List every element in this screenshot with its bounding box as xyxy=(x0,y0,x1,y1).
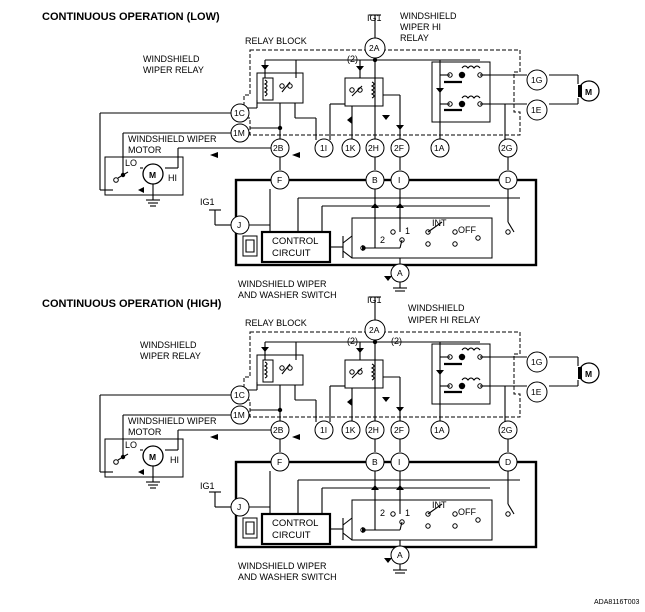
ig1-top-label: IG1 xyxy=(367,295,382,305)
svg-text:2F: 2F xyxy=(394,143,404,153)
svg-text:2H: 2H xyxy=(368,143,379,153)
hi-relay-label: WIPER HI RELAY xyxy=(408,315,480,325)
motor-symbol: M xyxy=(149,170,156,180)
control-circuit-label: CIRCUIT xyxy=(272,248,311,259)
switch-name-label: WINDSHIELD WIPER xyxy=(238,561,327,571)
svg-text:1I: 1I xyxy=(320,425,327,435)
svg-text:1E: 1E xyxy=(531,387,542,397)
svg-text:B: B xyxy=(372,175,378,185)
hi-label: HI xyxy=(168,173,177,183)
svg-text:1E: 1E xyxy=(531,105,542,115)
relay-block-label: RELAY BLOCK xyxy=(245,36,307,46)
svg-text:F: F xyxy=(277,175,282,185)
svg-text:2H: 2H xyxy=(368,425,379,435)
svg-text:1G: 1G xyxy=(531,75,542,85)
motor-label: WINDSHIELD WIPER xyxy=(128,416,217,426)
switch-name-label: WINDSHIELD WIPER xyxy=(238,279,327,289)
svg-text:1C: 1C xyxy=(234,108,245,118)
svg-text:2A: 2A xyxy=(369,325,380,335)
int-label: INT xyxy=(432,218,447,228)
motor-label: MOTOR xyxy=(128,145,162,155)
note-mark: (2) xyxy=(391,336,402,346)
pos2-label: 2 xyxy=(380,235,385,245)
panel-title: CONTINUOUS OPERATION (LOW) xyxy=(42,11,220,23)
off-label: OFF xyxy=(458,507,476,517)
right-motor-symbol: M xyxy=(585,87,592,97)
switch-name-label: AND WASHER SWITCH xyxy=(238,572,337,582)
svg-text:1K: 1K xyxy=(345,425,356,435)
ig1-switch-label: IG1 xyxy=(200,197,215,207)
note-mark: (2) xyxy=(347,54,358,64)
svg-text:B: B xyxy=(372,457,378,467)
control-circuit-label: CONTROL xyxy=(272,236,318,247)
relay-block-label: RELAY BLOCK xyxy=(245,318,307,328)
hi-relay-label: RELAY xyxy=(400,33,429,43)
pos1-label: 1 xyxy=(405,508,410,518)
hi-relay-label: WIPER HI xyxy=(400,22,441,32)
svg-text:F: F xyxy=(277,457,282,467)
svg-text:2B: 2B xyxy=(273,143,284,153)
lo-label: LO xyxy=(125,440,137,450)
svg-text:A: A xyxy=(397,268,403,278)
wiper-relay-label: WINDSHIELD xyxy=(143,54,200,64)
connector-labels: 2A 1C 1M 2B 1I 1K 2H 2F 1A 2G 1G 1E F B … xyxy=(233,325,542,560)
motor-label: MOTOR xyxy=(128,427,162,437)
svg-text:J: J xyxy=(237,220,241,230)
svg-text:A: A xyxy=(397,550,403,560)
control-circuit-label: CONTROL xyxy=(272,518,318,529)
wiper-relay-label: WINDSHIELD xyxy=(140,340,197,350)
svg-text:2B: 2B xyxy=(273,425,284,435)
svg-text:D: D xyxy=(505,175,511,185)
svg-text:2A: 2A xyxy=(369,43,380,53)
svg-text:1K: 1K xyxy=(345,143,356,153)
svg-text:1M: 1M xyxy=(233,410,245,420)
right-motor-symbol: M xyxy=(585,369,592,379)
svg-text:1I: 1I xyxy=(320,143,327,153)
motor-symbol: M xyxy=(149,452,156,462)
svg-text:D: D xyxy=(505,457,511,467)
svg-text:1A: 1A xyxy=(434,425,445,435)
svg-text:J: J xyxy=(237,502,241,512)
diagram-id: ADA8116T003 xyxy=(594,599,640,606)
control-circuit-label: CIRCUIT xyxy=(272,530,311,541)
panel-high: CONTINUOUS OPERATION (HIGH) IG1 RELAY BL… xyxy=(42,295,601,582)
hi-label: HI xyxy=(170,455,179,465)
connector-labels: 2A 1C 1M 2B 1I 1K 2H 2F 1A 2G 1G 1E F B … xyxy=(233,43,542,278)
panel-low: CONTINUOUS OPERATION (LOW) IG1 RELAY BLO… xyxy=(42,11,601,300)
svg-text:2G: 2G xyxy=(501,425,512,435)
svg-text:2G: 2G xyxy=(501,143,512,153)
pos2-label: 2 xyxy=(380,508,385,518)
svg-text:1G: 1G xyxy=(531,357,542,367)
hi-relay-label: WINDSHIELD xyxy=(408,303,465,313)
off-label: OFF xyxy=(458,225,476,235)
motor-label: WINDSHIELD WIPER xyxy=(128,134,217,144)
int-label: INT xyxy=(432,500,447,510)
wiper-relay-label: WIPER RELAY xyxy=(140,351,201,361)
svg-text:1M: 1M xyxy=(233,128,245,138)
switch-name-label: AND WASHER SWITCH xyxy=(238,290,337,300)
ig1-switch-label: IG1 xyxy=(200,481,215,491)
svg-text:I: I xyxy=(398,175,400,185)
svg-text:2F: 2F xyxy=(394,425,404,435)
svg-text:I: I xyxy=(398,457,400,467)
hi-relay-label: WINDSHIELD xyxy=(400,11,457,21)
lo-label: LO xyxy=(125,158,137,168)
pos1-label: 1 xyxy=(405,226,410,236)
note-mark: (2) xyxy=(347,336,358,346)
svg-text:1C: 1C xyxy=(234,390,245,400)
panel-title: CONTINUOUS OPERATION (HIGH) xyxy=(42,298,222,310)
svg-text:1A: 1A xyxy=(434,143,445,153)
ig1-top-label: IG1 xyxy=(367,13,382,23)
wiper-relay-label: WIPER RELAY xyxy=(143,65,204,75)
